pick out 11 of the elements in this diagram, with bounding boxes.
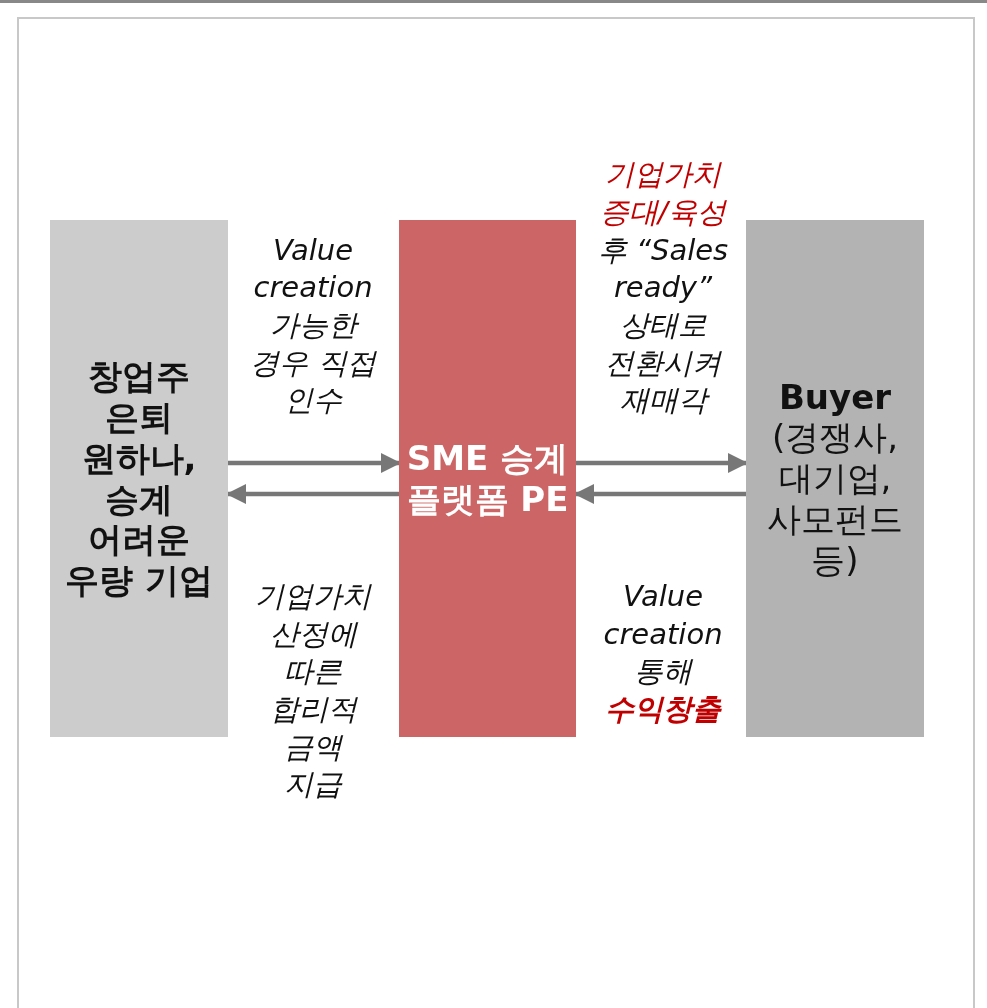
box-heading: 창업주 은퇴 원하나, 승계 어려운 우량 기업: [64, 356, 214, 601]
box-heading: SME 승계 플랫폼 PE: [405, 437, 570, 520]
edge-label: 기업가치 증대/육성 후 “Sales ready” 상태로 전환시켜 재매각: [596, 156, 730, 420]
edge-label: 기업가치 산정에 따른 합리적 금액 지급: [255, 578, 371, 804]
process-box: [50, 220, 228, 737]
edge-label: Value creation 통해 수익창출: [602, 578, 724, 729]
edge-label: Value creation 가능한 경우 직접 인수: [249, 231, 378, 420]
process-box: [746, 220, 924, 737]
box-text: (경쟁사, 대기업, 사모펀드 등): [766, 417, 904, 581]
box-heading: Buyer: [778, 376, 892, 418]
process-box: [399, 220, 576, 737]
